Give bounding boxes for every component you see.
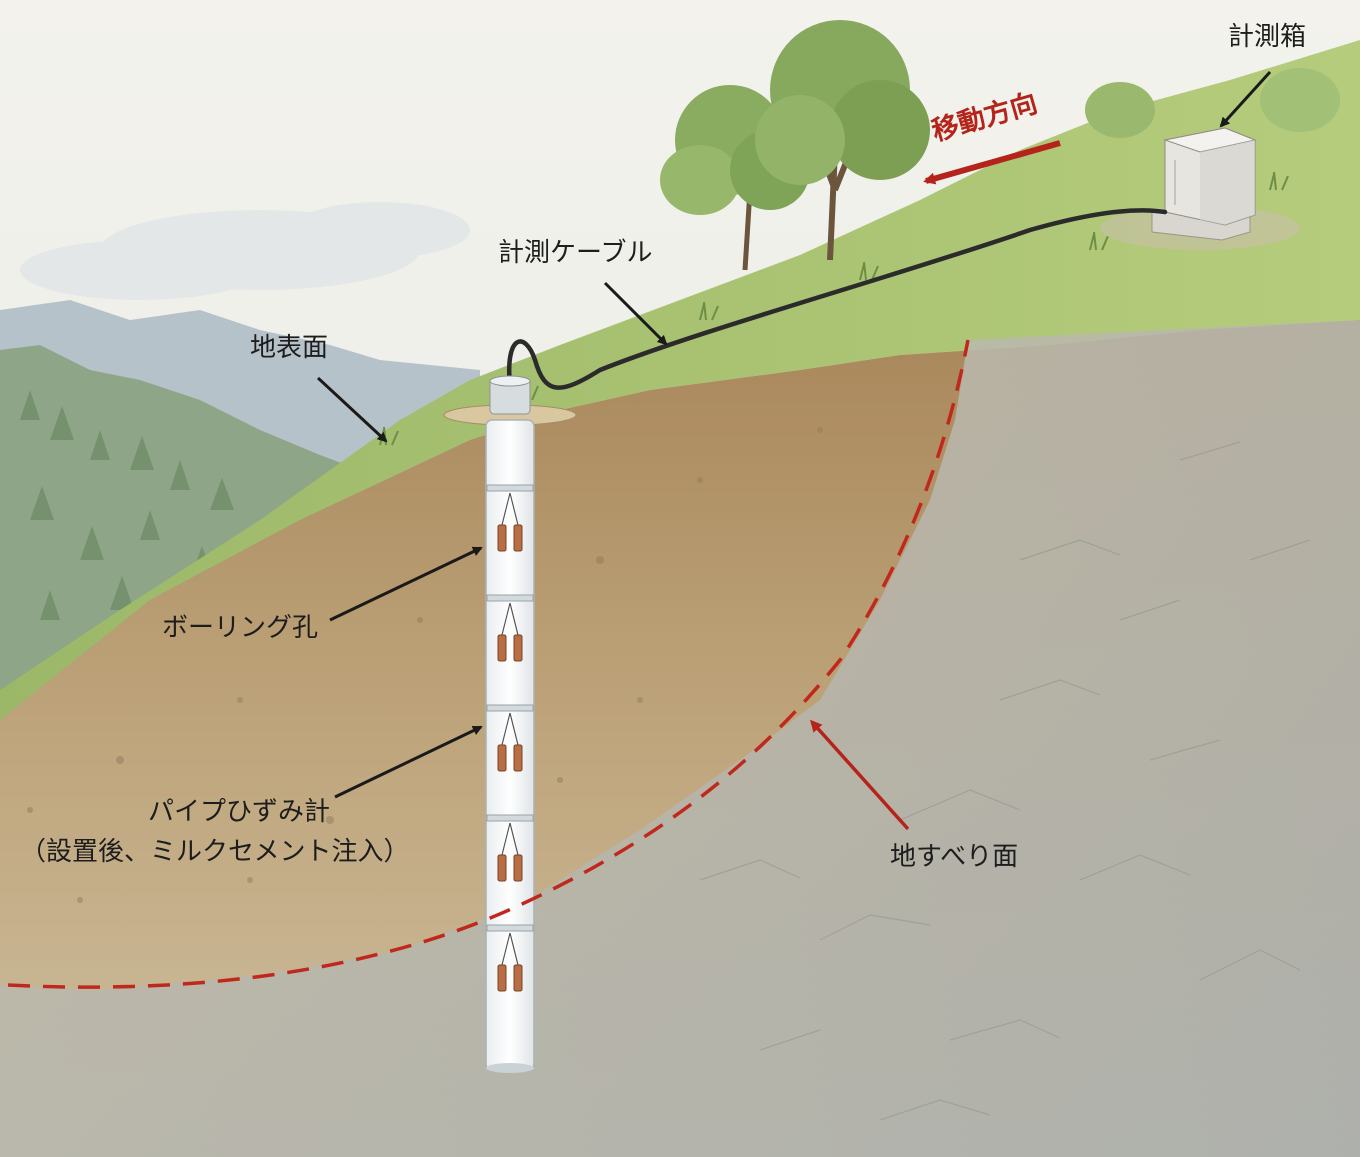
- clouds: [20, 202, 470, 300]
- strain-gauge-leader-arrow: [334, 725, 483, 799]
- strain-gauge-sensor: [497, 524, 507, 552]
- measurement-box-label: 計測箱: [1228, 22, 1307, 52]
- gauge-wire: [509, 932, 519, 966]
- gauge-wire: [509, 822, 519, 856]
- strain-gauge-sensor: [497, 964, 507, 992]
- tree-group: [660, 20, 1340, 271]
- gauge-wire: [501, 932, 511, 966]
- pipe-coupling: [486, 484, 534, 492]
- rock-texture: [699, 441, 1311, 1121]
- measurement-box: [1100, 127, 1300, 250]
- strain-gauge-sensor: [497, 634, 507, 662]
- strain-gauge-sensor: [497, 744, 507, 772]
- bedrock-layer: [0, 320, 1360, 1157]
- ground-surface-label: 地表面: [250, 333, 329, 363]
- grass-slope: [0, 40, 1360, 720]
- slip-surface-leader-arrow: [809, 719, 910, 831]
- measurement-cable-label: 計測ケーブル: [498, 238, 653, 268]
- pipe-coupling: [486, 594, 534, 602]
- pipe-coupling: [486, 704, 534, 712]
- gauge-wire: [509, 712, 519, 746]
- boring-hole-leader-arrow: [329, 546, 483, 622]
- strain-gauge-sensor: [513, 634, 523, 662]
- pipe-strain-gauge-label: パイプひずみ計: [148, 797, 331, 827]
- strain-gauge-sensor: [513, 964, 523, 992]
- strain-gauge-sensor: [513, 744, 523, 772]
- soil-pebbles: [27, 427, 823, 903]
- pipe-coupling: [486, 924, 534, 932]
- measurement-cable: [506, 208, 1168, 390]
- gauge-wire: [509, 492, 519, 526]
- pipe-strain-gauge-array: [486, 484, 534, 992]
- slip-surface-label: 地すべり面: [890, 842, 1019, 872]
- pipe-strain-gauge-note: （設置後、ミルクセメント注入）: [20, 837, 410, 867]
- movement-direction-arrow: [923, 140, 1061, 185]
- boring-hole-label: ボーリング孔: [162, 613, 319, 643]
- gauge-wire: [501, 822, 511, 856]
- measurement-box-leader-arrow: [1219, 70, 1272, 128]
- strain-gauge-sensor: [497, 854, 507, 882]
- strain-gauge-sensor: [513, 854, 523, 882]
- boring-hole: [443, 375, 577, 1073]
- slip-surface-line: [7, 339, 970, 989]
- gauge-wire: [501, 492, 511, 526]
- gauge-wire: [501, 712, 511, 746]
- strain-gauge-sensor: [513, 524, 523, 552]
- cable-leader-arrow: [603, 281, 668, 346]
- gauge-wire: [509, 602, 519, 636]
- ground-surface-leader-arrow: [316, 376, 388, 443]
- gauge-wire: [501, 602, 511, 636]
- pipe-coupling: [486, 814, 534, 822]
